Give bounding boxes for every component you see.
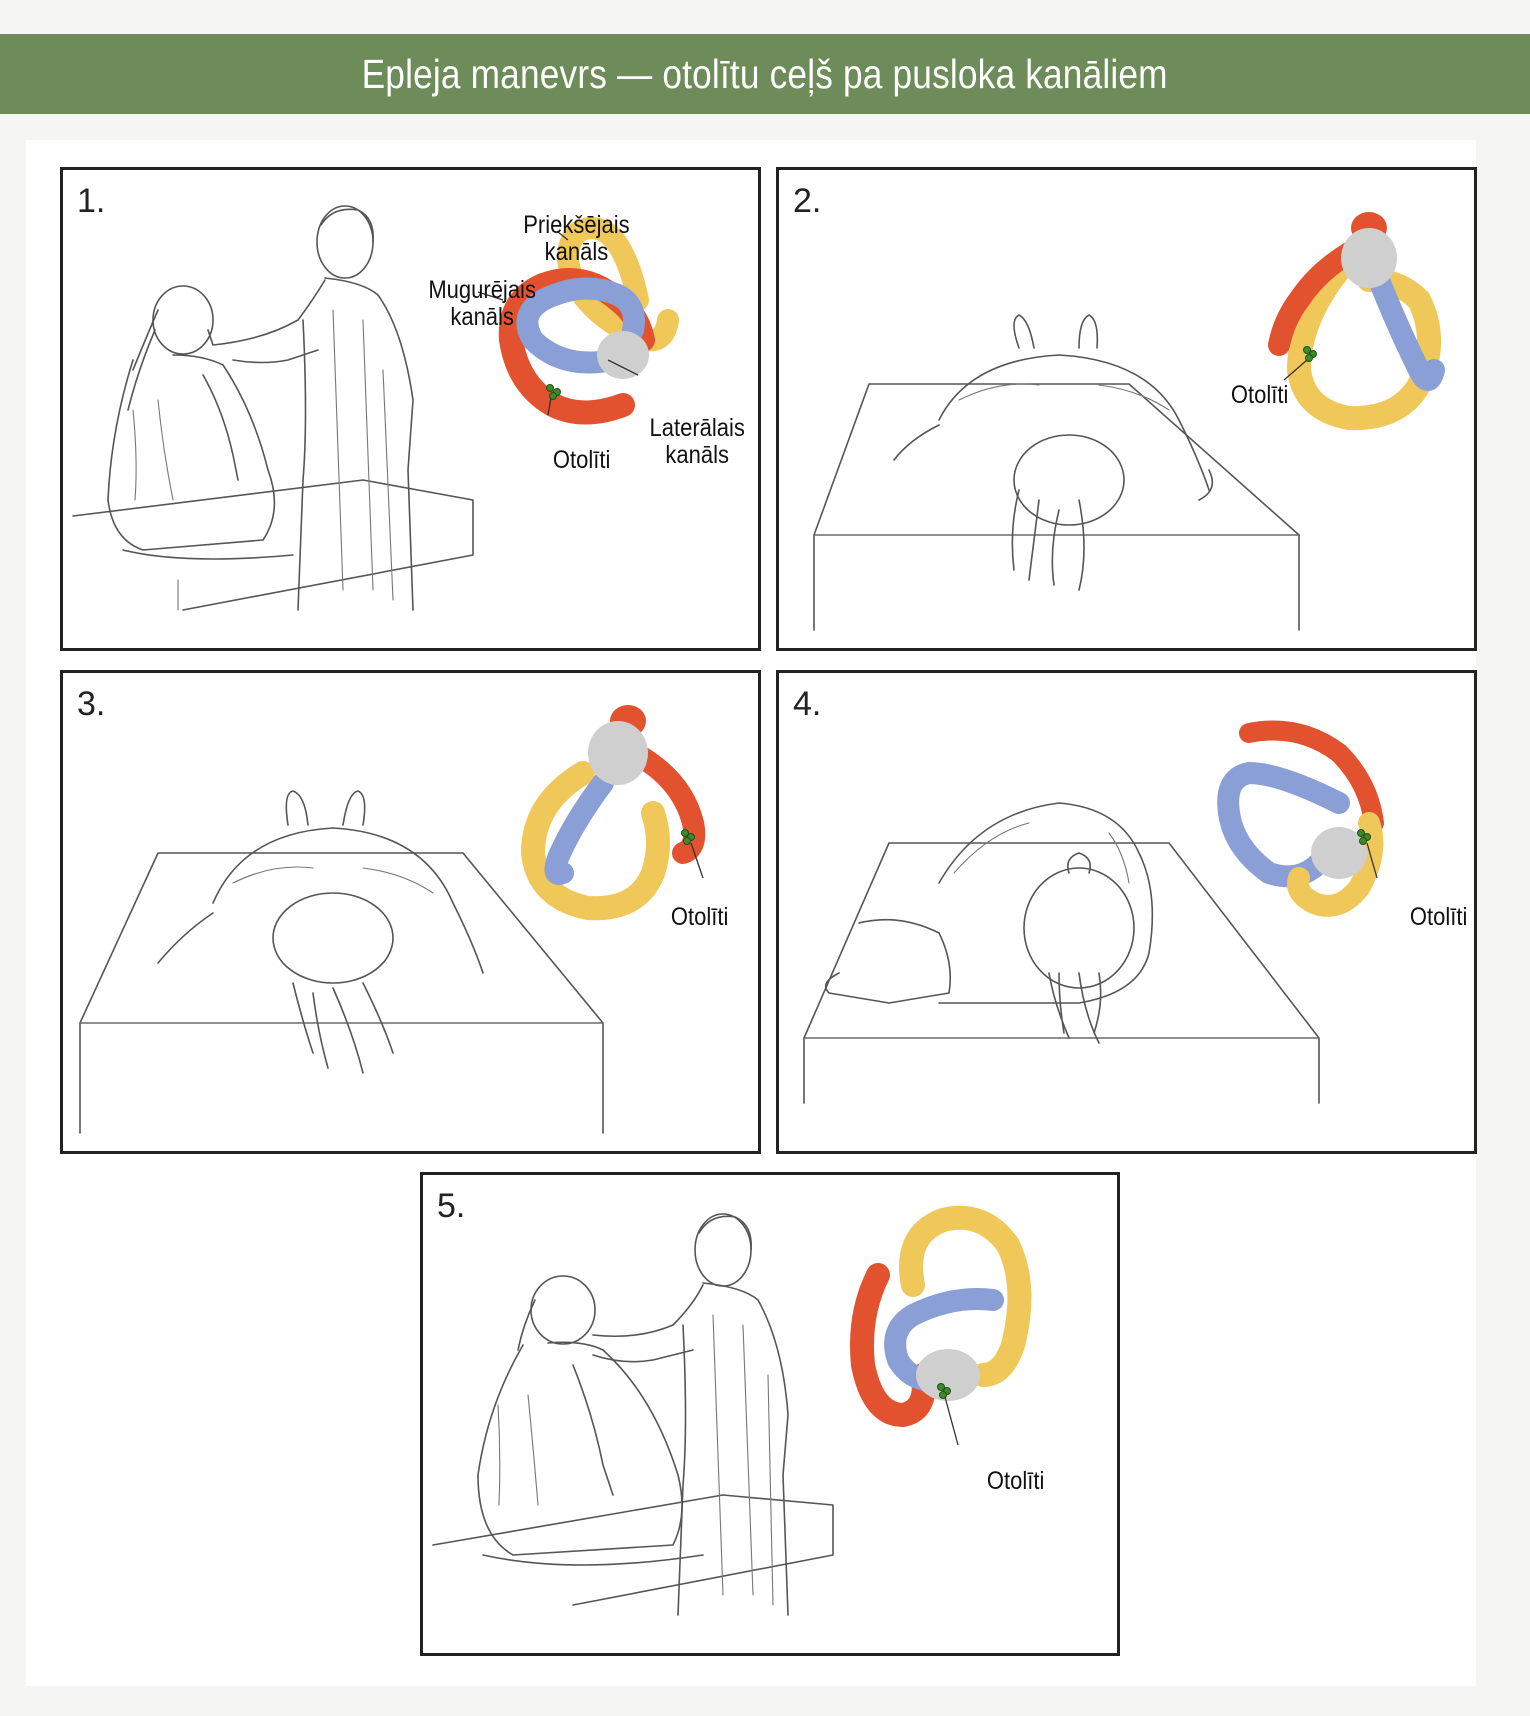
patient-sketch (477, 1275, 704, 1566)
panel-5-number: 5. (437, 1187, 466, 1225)
exam-table-sketch (432, 1494, 834, 1606)
panel-2: 2. Otolīti (776, 167, 1477, 651)
exam-table-sketch (79, 852, 604, 1134)
panel-4-number: 4. (793, 685, 822, 723)
posterior-canal (632, 747, 706, 864)
anterior-canal (899, 1205, 1032, 1387)
panel-3-number: 3. (77, 685, 106, 723)
label-otoliths: Otolīti (670, 903, 729, 931)
otoliths-marker (1303, 346, 1317, 362)
panel-1-drawing (72, 205, 679, 611)
inner-ear-diagram-4 (1217, 720, 1384, 917)
otoliths-marker (546, 384, 561, 400)
label-posterior-canal: Mugurējais kanāls (428, 276, 536, 331)
label-otoliths: Otolīti (552, 446, 611, 474)
panel-1-number: 1. (77, 182, 106, 220)
lateral-canal (544, 772, 614, 885)
page-title: Epleja manevrs — otolītu ceļš pa pusloka… (361, 50, 1169, 97)
panel-2-number: 2. (793, 182, 822, 220)
posterior-canal (1239, 720, 1384, 833)
otoliths-marker (1357, 829, 1371, 845)
inner-ear-diagram-5 (850, 1205, 1032, 1446)
otoliths-marker (681, 829, 695, 845)
panel-4: 4. Otolīti (776, 670, 1477, 1154)
patient-supine-sketch (157, 790, 484, 1074)
doctor-sketch (592, 1213, 789, 1616)
otoliths-marker (937, 1383, 951, 1399)
patient-side-sketch (824, 802, 1154, 1044)
inner-ear-diagram-3 (520, 705, 706, 921)
panel-1: 1. Priekšējais kanāls Mugurējais kanāls … (60, 167, 761, 651)
exam-table-sketch (803, 842, 1320, 1104)
panel-5-drawing (432, 1205, 1032, 1616)
patient-sketch (107, 285, 294, 560)
posterior-canal (850, 1263, 936, 1428)
panel-3: 3. Otolīti (60, 670, 761, 1154)
patient-supine-sketch (893, 314, 1214, 591)
title-banner: Epleja manevrs — otolītu ceļš pa pusloka… (0, 34, 1530, 114)
label-otoliths: Otolīti (986, 1467, 1045, 1495)
inner-ear-diagram-1 (477, 216, 679, 425)
inner-ear-diagram-2 (1268, 212, 1445, 431)
label-otoliths: Otolīti (1230, 381, 1289, 409)
anterior-canal (1286, 258, 1441, 431)
vestibule (597, 331, 649, 379)
posterior-canal (1268, 239, 1365, 356)
vestibule (1341, 228, 1397, 288)
label-otoliths: Otolīti (1409, 903, 1468, 931)
lateral-canal (884, 1288, 1004, 1392)
panel-4-drawing (803, 720, 1384, 1104)
anterior-canal (1287, 812, 1384, 917)
label-anterior-canal: Priekšējais kanāls (523, 211, 630, 266)
vestibule (916, 1349, 980, 1401)
panel-5: 5. Otolīti (420, 1172, 1120, 1656)
exam-table-sketch (813, 383, 1300, 631)
vestibule (1311, 827, 1367, 879)
panel-3-drawing (79, 705, 706, 1134)
panel-2-drawing (813, 212, 1445, 631)
lateral-canal (516, 277, 645, 374)
doctor-sketch (207, 205, 414, 611)
vestibule (588, 721, 648, 785)
label-lateral-canal: Laterālais kanāls (649, 414, 745, 469)
lateral-canal (1368, 269, 1445, 391)
anterior-canal (520, 761, 670, 921)
exam-table-sketch (72, 479, 474, 611)
lateral-canal (1217, 761, 1350, 888)
